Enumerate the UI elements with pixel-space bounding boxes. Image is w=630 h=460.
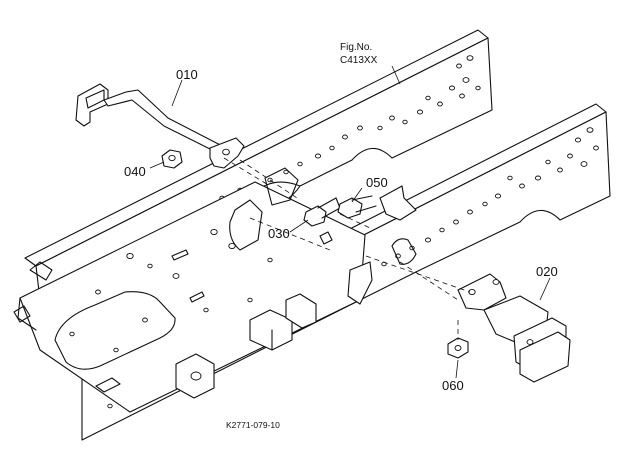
part-050-bolt <box>337 195 377 219</box>
part-label-020: 020 <box>536 264 558 279</box>
assembly-lines <box>223 157 471 340</box>
leader-lines <box>149 65 551 379</box>
part-label-060: 060 <box>442 378 464 393</box>
lower-brackets <box>13 293 317 399</box>
fig-no-label: Fig.No. <box>340 42 372 53</box>
figure-number: Fig.No. C413XX <box>340 42 378 66</box>
part-060-nut <box>447 337 469 359</box>
drawing-code: K2771-079-10 <box>226 420 280 430</box>
part-label-050: 050 <box>366 175 388 190</box>
part-010-step-bracket <box>75 83 245 169</box>
center-bracket <box>229 167 417 305</box>
part-label-040: 040 <box>124 164 146 179</box>
part-020-step-bracket <box>457 273 571 383</box>
part-label-010: 010 <box>176 67 198 82</box>
fig-no-value: C413XX <box>340 55 378 66</box>
part-label-030: 030 <box>268 226 290 241</box>
part-040-nut <box>161 149 183 169</box>
